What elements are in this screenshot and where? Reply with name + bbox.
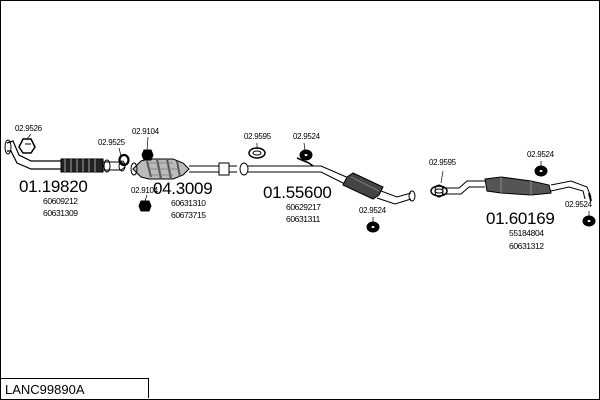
oe-number-2a: 60631310 — [171, 198, 206, 208]
accessory-label-7: 02.9524 — [359, 206, 386, 215]
part-number-2: 04.3009 — [153, 179, 213, 198]
part-number-3: 01.55600 — [263, 183, 332, 202]
catalytic-converter-drawing — [130, 158, 237, 180]
kit-code-box: LANC99890A — [1, 378, 149, 398]
gasket-02.9595-rear-icon — [430, 185, 448, 197]
kit-code: LANC99890A — [5, 382, 85, 397]
rubber-hanger-02.9524-a-icon — [299, 149, 313, 161]
middle-silencer-drawing — [239, 157, 416, 205]
accessory-label-5: 02.9595 — [244, 132, 271, 141]
rubber-hanger-02.9524-b-icon — [366, 221, 380, 233]
accessory-label-9: 02.9524 — [527, 150, 554, 159]
accessory-label-10: 02.9524 — [565, 200, 592, 209]
accessory-label-8: 02.9595 — [429, 158, 456, 167]
clamp-02.9526-icon — [18, 138, 36, 154]
accessory-label-6: 02.9524 — [293, 132, 320, 141]
oe-number-3b: 60631311 — [286, 214, 320, 224]
oe-number-4a: 55184804 — [509, 228, 544, 238]
oe-number-1a: 60609212 — [43, 196, 78, 206]
part-number-4: 01.60169 — [486, 209, 555, 228]
oe-number-4b: 60631312 — [509, 241, 544, 251]
accessory-label-3: 02.9104 — [132, 127, 159, 136]
accessory-label-2: 02.9525 — [98, 138, 125, 147]
oe-number-3a: 60629217 — [286, 202, 321, 212]
rubber-hanger-02.9524-c-icon — [534, 165, 548, 177]
nut-02.9104-bottom-icon — [138, 200, 152, 212]
clamp-02.9525-icon — [118, 153, 130, 167]
part-number-1: 01.19820 — [19, 177, 88, 196]
nut-02.9104-top-icon — [141, 149, 154, 161]
rear-silencer-drawing — [434, 176, 592, 202]
gasket-02.9595-icon — [248, 147, 266, 159]
rubber-hanger-02.9524-d-icon — [582, 215, 596, 227]
oe-number-2b: 60673715 — [171, 210, 206, 220]
oe-number-1b: 60631309 — [43, 208, 78, 218]
accessory-label-1: 02.9526 — [15, 124, 42, 133]
accessory-label-4: 02.9104 — [131, 186, 158, 195]
front-pipe-drawing — [4, 139, 126, 173]
